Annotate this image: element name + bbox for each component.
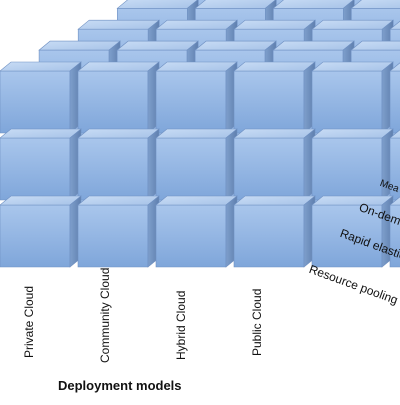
- cube-top-face: [156, 196, 237, 205]
- deployment-model-public-cloud: Public Cloud: [250, 289, 264, 356]
- cube-top-face: [78, 62, 159, 71]
- cube-front-face: [234, 138, 304, 200]
- cube-top-face: [156, 20, 237, 29]
- cube-front-face: [390, 71, 400, 133]
- cube-top-face: [234, 20, 315, 29]
- cube-top-face: [195, 0, 276, 8]
- cube-front-face: [0, 205, 70, 267]
- cube-top-face: [312, 196, 393, 205]
- cube-top-face: [312, 62, 393, 71]
- cube-front-face: [0, 138, 70, 200]
- cube-front-face: [234, 71, 304, 133]
- cube-top-face: [234, 62, 315, 71]
- cube-top-face: [0, 62, 81, 71]
- cube-front-face: [78, 205, 148, 267]
- cube-top-face: [117, 0, 198, 8]
- cube-front-face: [156, 71, 226, 133]
- cube-top-face: [234, 129, 315, 138]
- cube-top-face: [312, 129, 393, 138]
- cube-front-face: [234, 205, 304, 267]
- cube-front-face: [0, 71, 70, 133]
- cube-top-face: [0, 129, 81, 138]
- cube-top-face: [312, 20, 393, 29]
- deployment-model-hybrid-cloud: Hybrid Cloud: [174, 291, 188, 360]
- cube-top-face: [273, 41, 354, 50]
- cube-front-face: [78, 71, 148, 133]
- cube-front-face: [312, 138, 382, 200]
- cube-front-face: [156, 205, 226, 267]
- cube-top-face: [117, 41, 198, 50]
- cube-top-face: [78, 196, 159, 205]
- deployment-model-private-cloud: Private Cloud: [22, 286, 36, 358]
- cube-top-face: [156, 129, 237, 138]
- cube-front-face: [156, 138, 226, 200]
- cube-top-face: [0, 196, 81, 205]
- cube-top-face: [39, 41, 120, 50]
- cube-front-face: [312, 71, 382, 133]
- cube-front-face: [78, 138, 148, 200]
- deployment-model-community-cloud: Community Cloud: [98, 268, 112, 363]
- cube-top-face: [78, 20, 159, 29]
- cube-top-face: [78, 129, 159, 138]
- deployment-models-axis-title: Deployment models: [58, 378, 182, 393]
- cube-top-face: [195, 41, 276, 50]
- cube-top-face: [273, 0, 354, 8]
- cube-top-face: [234, 196, 315, 205]
- cube-top-face: [156, 62, 237, 71]
